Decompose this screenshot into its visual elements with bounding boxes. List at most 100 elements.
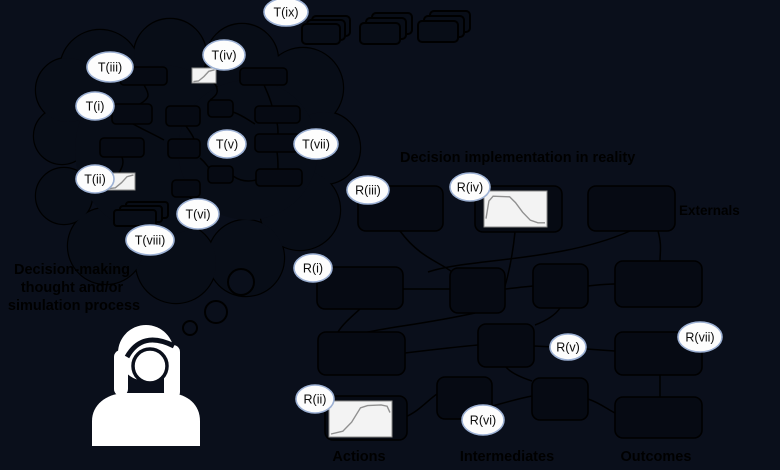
reality-node-r2: R(ii) [295, 384, 335, 414]
connector [232, 111, 256, 125]
node-ellipse [293, 128, 339, 160]
tail-bubble [227, 268, 255, 296]
node-label: T(i) [86, 100, 105, 114]
thought-box [207, 165, 234, 184]
connector [404, 344, 479, 354]
node-label: T(iv) [212, 49, 237, 63]
reality-node-r7: R(vii) [677, 321, 723, 353]
connector [427, 230, 631, 273]
node-label: T(vi) [186, 208, 211, 222]
thought-box [254, 105, 301, 124]
thought-bubble-tail [182, 268, 255, 336]
node-ellipse [346, 175, 390, 205]
rising-curve-icon [193, 69, 215, 83]
connector [232, 175, 257, 182]
connector [139, 84, 149, 105]
thought-box [255, 168, 303, 187]
connector [587, 283, 616, 287]
intermediates-label: Intermediates [460, 449, 554, 465]
person-icon [92, 325, 200, 446]
person-shoulders [92, 393, 200, 446]
stack-card [417, 20, 459, 43]
tail-bubble [182, 320, 198, 336]
captions: Decision-making thought and/or simulatio… [8, 150, 740, 465]
stack-card [359, 22, 401, 45]
thought-box [207, 99, 234, 118]
reality-node-r6: R(vi) [461, 404, 505, 436]
thought-box [239, 67, 288, 86]
reality-caption: Decision implementation in reality [400, 150, 635, 166]
connector [657, 230, 662, 262]
connector [118, 156, 124, 174]
thought-cloud-content [99, 66, 303, 227]
mini-chart-icon [191, 67, 217, 84]
connector [132, 123, 165, 141]
connector [404, 393, 438, 418]
reality-node-r4: R(iv) [449, 172, 491, 202]
connector [185, 125, 195, 140]
actions-chart [328, 400, 393, 438]
reality-box [614, 396, 703, 439]
reality-box [316, 266, 404, 310]
mini-chart-icon [107, 172, 136, 191]
thought-caption-line3: simulation process [8, 298, 140, 314]
externals-label: Externals [679, 203, 740, 218]
thought-node-t7: T(vii) [293, 128, 339, 160]
connector [587, 398, 616, 414]
rising-curve-icon [109, 174, 134, 190]
node-label: R(ii) [304, 393, 327, 407]
thought-caption-line2: thought and/or [21, 280, 124, 296]
reality-node-r1: R(i) [293, 253, 333, 283]
node-label: T(ix) [274, 6, 299, 20]
node-ellipse [263, 0, 309, 27]
node-ellipse [75, 91, 115, 121]
chart-frame [483, 190, 548, 228]
reality-box [477, 323, 535, 368]
actions-label: Actions [332, 449, 385, 465]
connector [504, 285, 534, 290]
node-ellipse [449, 172, 491, 202]
thought-node-badges: T(i) T(ii) T(iii) T(iv) T(v) T(vi) T(vii… [75, 0, 339, 256]
connector [276, 151, 279, 170]
node-label: R(v) [556, 341, 580, 355]
node-label: T(iii) [98, 61, 122, 75]
node-ellipse [461, 404, 505, 436]
person-bangs [124, 337, 176, 359]
thought-node-t8: T(viii) [125, 224, 175, 256]
thought-node-t1: T(i) [75, 91, 115, 121]
tail-bubble [204, 300, 228, 324]
thought-node-t6: T(vi) [176, 198, 220, 230]
node-ellipse [293, 253, 333, 283]
reality-box [449, 267, 506, 314]
cloud-bump [208, 220, 284, 296]
reality-node-r3: R(iii) [346, 175, 390, 205]
connector [534, 307, 561, 326]
node-ellipse [176, 198, 220, 230]
thought-node-t3: T(iii) [86, 51, 134, 83]
node-ellipse [677, 321, 723, 353]
node-ellipse [295, 384, 335, 414]
thought-box [167, 138, 201, 159]
reality-node-badges: R(i) R(ii) R(iii) R(iv) R(v) R(vi) R(vii… [293, 172, 723, 436]
reality-box [317, 331, 406, 376]
node-ellipse [207, 129, 247, 159]
card-stack-icon [359, 12, 413, 45]
node-ellipse [75, 164, 115, 194]
thought-caption-line1: Decision-making [14, 262, 130, 278]
node-ellipse [125, 224, 175, 256]
reality-connectors [337, 230, 662, 418]
connector [399, 230, 453, 273]
connector [337, 308, 361, 333]
node-label: R(iv) [457, 181, 483, 195]
node-label: T(viii) [135, 234, 166, 248]
node-ellipse [549, 333, 587, 361]
stack-card [113, 209, 157, 227]
person-face [131, 347, 169, 385]
thought-box [165, 105, 201, 127]
reality-box [614, 260, 703, 308]
top-card-stacks [301, 10, 471, 45]
connector [263, 84, 273, 107]
card-stack-icon [301, 15, 351, 45]
connector [276, 122, 279, 135]
